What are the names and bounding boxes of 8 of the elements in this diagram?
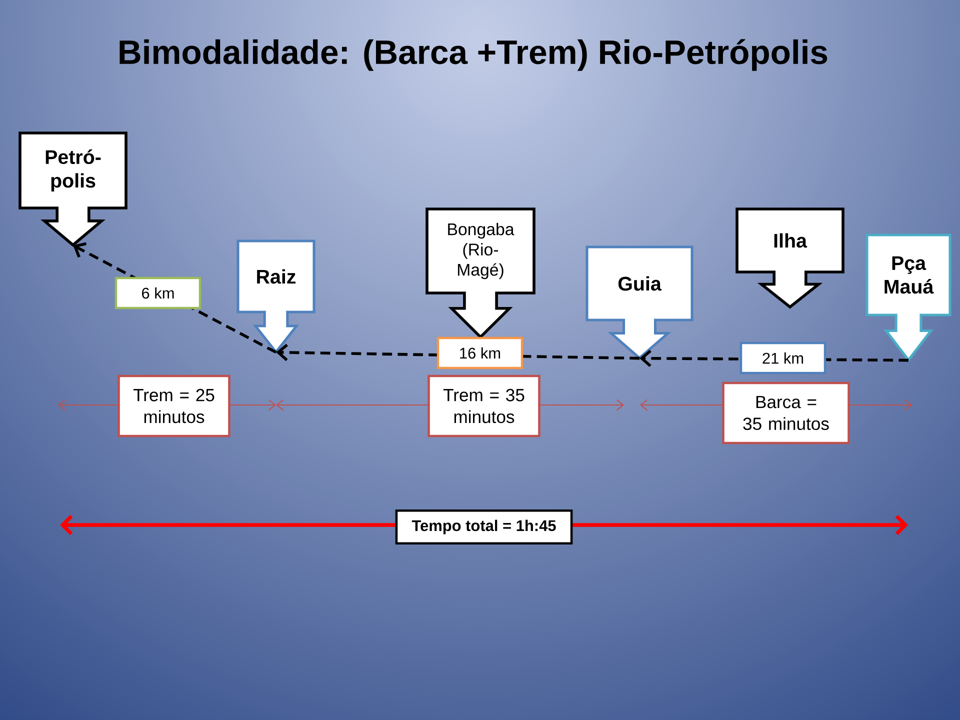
edge-label: 21 km	[740, 342, 826, 374]
duration-label: Trem = 35 minutos	[428, 374, 540, 438]
edge-label: 16 km	[436, 336, 524, 370]
title: Bimodalidade: (Barca +Trem) Rio-Petrópolis	[120, 39, 828, 71]
duration-label: Barca = 35 minutos	[722, 382, 850, 444]
duration-label: Trem = 25 minutos	[118, 374, 230, 438]
total-time-label: Tempo total = 1h:45	[395, 509, 573, 545]
edge-label: 6 km	[114, 276, 202, 310]
